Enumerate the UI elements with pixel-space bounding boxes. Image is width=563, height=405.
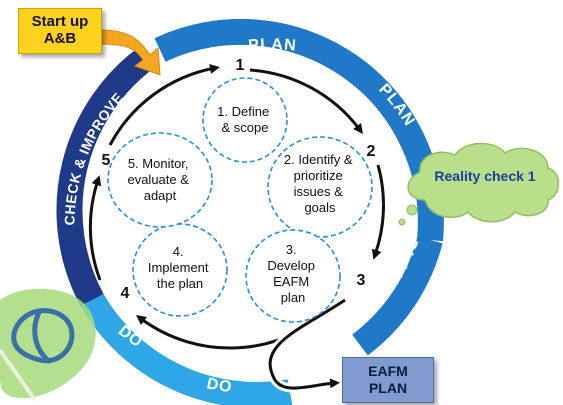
- startup-arrow: [99, 29, 161, 76]
- startup-box: Start up A&B: [18, 8, 102, 54]
- step-text-identify: 2. Identify & prioritize issues & goals: [284, 152, 356, 215]
- reality-check-label: Reality check 1: [434, 168, 536, 184]
- step-circle-define: [202, 77, 288, 163]
- step-circle-identify: [267, 136, 373, 238]
- eafm-plan-line-2: PLAN: [368, 380, 408, 396]
- cycle-arrow-2-to-3: [371, 164, 385, 260]
- cycle-arrow-1-to-2: [249, 68, 363, 135]
- reality-check-cloud: [398, 142, 560, 226]
- startup-line-2: A&B: [43, 30, 77, 47]
- step-text-monitor: 5. Monitor, evaluate & adapt: [127, 156, 192, 203]
- startup-line-1: Start up: [31, 13, 89, 30]
- step-text-implement: 4. Implement the plan: [148, 244, 212, 291]
- step-number-3: 3: [357, 272, 366, 289]
- plan-ring-segment-lower: [352, 236, 443, 356]
- cycle-arrow-5-to-1: [108, 64, 220, 146]
- cycle-arrow-4-to-5: [88, 175, 102, 281]
- decorative-logo: [0, 288, 96, 402]
- step-number-5: 5: [102, 152, 111, 169]
- eafm-plan-line-1: EAFM: [368, 363, 408, 379]
- step-number-1: 1: [236, 57, 245, 74]
- step-text-define: 1. Define & scope: [217, 104, 273, 135]
- plan-label-top: PLAN: [247, 36, 297, 55]
- eafm-plan-box: EAFM PLAN: [342, 357, 434, 403]
- do-label-bottom: DO: [205, 375, 233, 396]
- step-circle-monitor: [107, 132, 213, 228]
- step-text-develop: 3. Develop EAFM plan: [267, 242, 318, 305]
- step-number-2: 2: [367, 143, 376, 160]
- do-ring-segment: [80, 293, 293, 405]
- check-improve-ring-segment: [56, 44, 158, 307]
- step-circle-develop: [245, 229, 341, 323]
- exit-arrow-to-eafm-plan-core: [268, 298, 346, 390]
- step-number-4: 4: [121, 285, 130, 302]
